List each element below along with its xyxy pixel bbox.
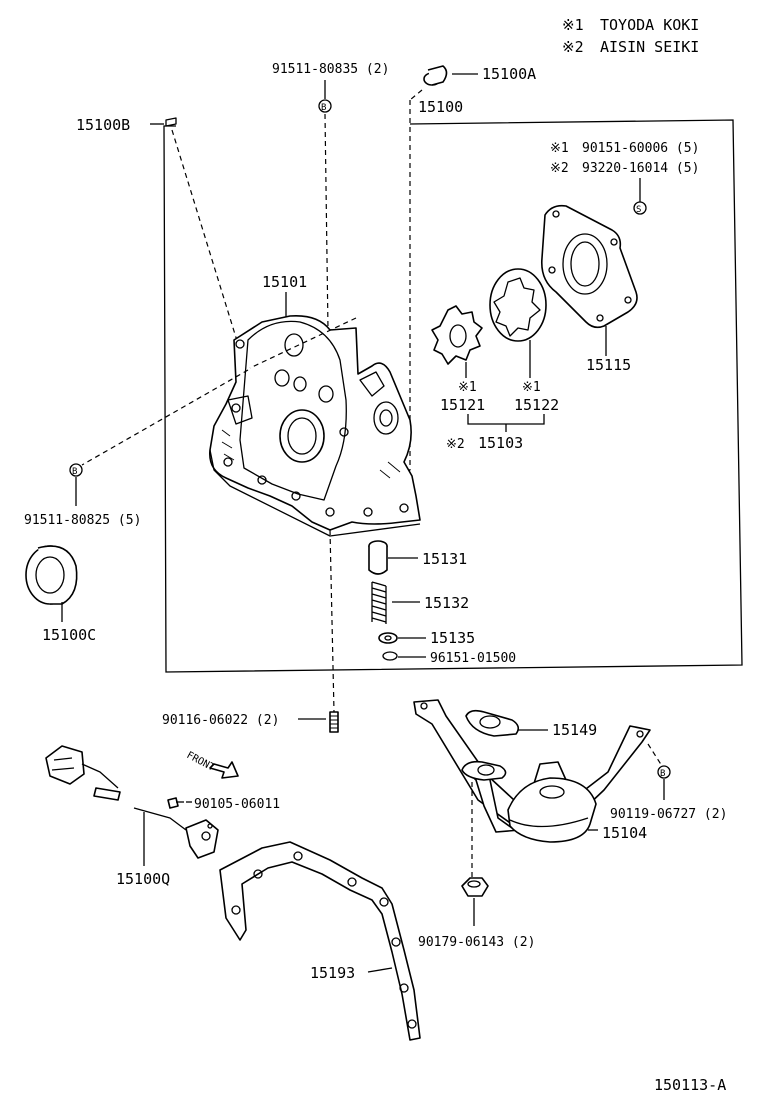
pin-15100B (165, 117, 177, 127)
bracket-15103 (467, 414, 545, 425)
bolt-s-mark: S (633, 201, 647, 215)
legend-name-1: TOYODA KOKI (600, 16, 699, 34)
mark-1-15122: ※1 (522, 380, 541, 395)
front-arrow-icon: FRONT (185, 750, 239, 779)
label-91511-80835: 91511-80835 (2) (272, 62, 389, 77)
mark-2-15103: ※2 (446, 437, 465, 452)
oil-pump-body-15101 (209, 314, 421, 537)
bolt-90105-06011 (167, 797, 184, 809)
label-96151-01500: 96151-01500 (430, 651, 516, 666)
mark-1-bolt: ※1 (550, 141, 569, 156)
label-15132: 15132 (424, 594, 469, 612)
svg-text:S: S (636, 205, 641, 215)
mark-2-bolt: ※2 (550, 161, 569, 176)
label-15149: 15149 (552, 721, 597, 739)
spring-15132 (371, 581, 387, 624)
label-90105-06011: 90105-06011 (194, 797, 280, 812)
svg-text:B: B (660, 769, 665, 779)
label-91511-80825: 91511-80825 (5) (24, 513, 141, 528)
label-93220-16014: 93220-16014 (5) (582, 161, 699, 176)
bolt-b-mark-top: B (318, 99, 332, 113)
snap-ring-96151-01500 (382, 651, 398, 661)
gasket-15193 (219, 841, 421, 1041)
label-15122: 15122 (514, 396, 559, 414)
stud-90116-06022 (329, 711, 339, 733)
label-15193: 15193 (310, 964, 355, 982)
strainer-body-15104 (507, 777, 597, 843)
legend: ※1 TOYODA KOKI ※2 AISIN SEIKI (562, 16, 699, 56)
label-15100B: 15100B (76, 116, 130, 134)
label-90179-06143: 90179-06143 (2) (418, 935, 535, 950)
mark-1-15121: ※1 (458, 380, 477, 395)
oil-seal-15100C (25, 545, 78, 605)
label-15100C: 15100C (42, 626, 96, 644)
label-15135: 15135 (430, 629, 475, 647)
legend-mark-1: ※1 (562, 16, 584, 34)
legend-mark-2: ※2 (562, 38, 584, 56)
axis-91511-80825 (81, 369, 249, 466)
retainer-15135 (378, 632, 398, 644)
axis-relief (329, 529, 335, 713)
label-15115: 15115 (586, 356, 631, 374)
bolt-b-mark-left: B (69, 463, 83, 477)
label-90119-06727: 90119-06727 (2) (610, 807, 727, 822)
sensor-harness-15100Q (45, 745, 219, 859)
svg-text:B: B (321, 103, 326, 113)
outer-rotor-15122 (489, 268, 547, 342)
label-90151-60006: 90151-60006 (5) (582, 141, 699, 156)
front-label: FRONT (185, 750, 217, 774)
bushing-15100A (423, 65, 448, 86)
label-15131: 15131 (422, 550, 467, 568)
label-15100Q: 15100Q (116, 870, 170, 888)
inner-rotor-15121 (431, 305, 483, 365)
legend-name-2: AISIN SEIKI (600, 38, 699, 56)
label-15121: 15121 (440, 396, 485, 414)
label-15104: 15104 (602, 824, 647, 842)
diagram-id: 150113-A (654, 1076, 726, 1094)
label-15100A: 15100A (482, 65, 536, 83)
svg-text:B: B (72, 467, 77, 477)
label-90116-06022: 90116-06022 (2) (162, 713, 279, 728)
label-15100: 15100 (418, 98, 463, 116)
label-15101: 15101 (262, 273, 307, 291)
relief-valve-15131 (368, 540, 388, 575)
nut-90179-06143 (461, 877, 489, 897)
label-15103: 15103 (478, 434, 523, 452)
axis-91511-80835 (324, 113, 329, 331)
bolt-b-mark-right: B (657, 765, 671, 779)
axis-15100B (171, 129, 247, 371)
pump-cover-15115 (540, 204, 638, 329)
